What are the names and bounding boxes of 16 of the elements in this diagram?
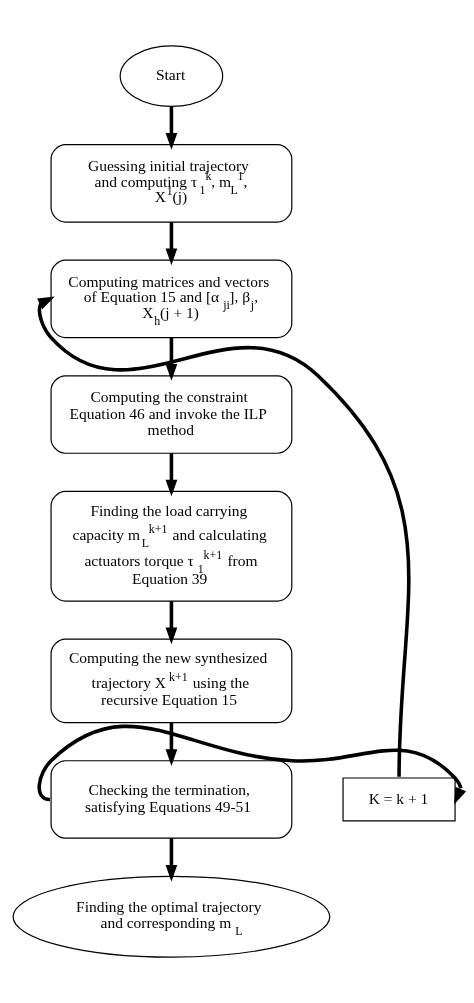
node-box: Computing the new synthesized trajectory X⃗$^{k+1}$ using the recursive Equation 15: [50, 638, 293, 724]
arrow: [37, 724, 466, 805]
node-ellipse: Start: [119, 45, 224, 107]
arrow: [165, 601, 178, 645]
arrow: [165, 722, 178, 766]
arrow: [165, 337, 178, 381]
node-ellipse: Finding the optimal trajectory and corresponding m$_{L}$: [12, 875, 331, 958]
node-box: K = k + 1: [342, 777, 456, 822]
node-box: Checking the termination, satisfying Equations 49-51: [50, 760, 293, 839]
arrow: [165, 106, 178, 150]
arrow: [165, 453, 178, 497]
node-box: Computing matrices and vectors of Equation 15 and [α$_{ji}$], β$_{j}$, X$_{h}$(j + 1): [50, 259, 293, 339]
arrow: [165, 222, 178, 266]
node-box: Computing the constraint Equation 46 and invoke the ILP method: [50, 375, 293, 454]
arrow: [165, 838, 178, 882]
arrow: [37, 296, 411, 777]
